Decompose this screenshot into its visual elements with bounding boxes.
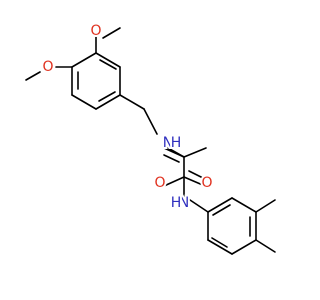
- bond: [163, 176, 185, 187]
- methoxy-groups: [25, 27, 121, 81]
- bond: [95, 94, 121, 110]
- molecule-structure: O O N H O O N H: [25, 21, 276, 255]
- bond: [207, 197, 233, 213]
- ethyl-linker: [119, 94, 158, 135]
- carbonyl-double-bond: [188, 170, 206, 180]
- nitrogen-label-bottom: N: [179, 195, 189, 211]
- upper-benzene-ring: [71, 52, 121, 110]
- bond: [119, 94, 145, 110]
- aromatic-double-bond: [211, 237, 228, 248]
- nitrogen-label-top: N: [163, 135, 173, 151]
- bond: [183, 176, 206, 187]
- oxygen-label-top: O: [90, 23, 101, 39]
- hydrogen-label-bottom: H: [171, 195, 182, 211]
- bond: [71, 52, 97, 68]
- atom-labels: O O N H O O N H: [40, 21, 214, 213]
- methyl-bond: [255, 199, 276, 213]
- carbonyl-double-bond: [163, 154, 180, 163]
- oxalamide-core: [163, 147, 207, 197]
- aromatic-double-bond: [212, 204, 231, 216]
- oxygen-label-carbonyl-right: O: [201, 175, 212, 191]
- oxygen-label-left: O: [42, 59, 53, 75]
- molecule-canvas: O O N H O O N H: [25, 21, 276, 255]
- aromatic-double-bond: [98, 91, 116, 102]
- methyl-bond: [255, 239, 276, 253]
- oxygen-label-carbonyl-left: O: [154, 175, 165, 191]
- bond: [231, 197, 257, 213]
- bond: [163, 147, 185, 158]
- lower-benzene-ring: [183, 195, 276, 255]
- bond: [71, 94, 97, 110]
- bond: [231, 239, 257, 255]
- hydrogen-label-top: H: [171, 135, 182, 151]
- bond: [143, 108, 158, 135]
- bond: [25, 71, 41, 81]
- bond: [95, 52, 121, 68]
- bond: [102, 27, 121, 39]
- bond: [183, 195, 209, 213]
- bond: [183, 147, 207, 158]
- aromatic-double-bond: [99, 59, 117, 70]
- bond: [207, 239, 233, 255]
